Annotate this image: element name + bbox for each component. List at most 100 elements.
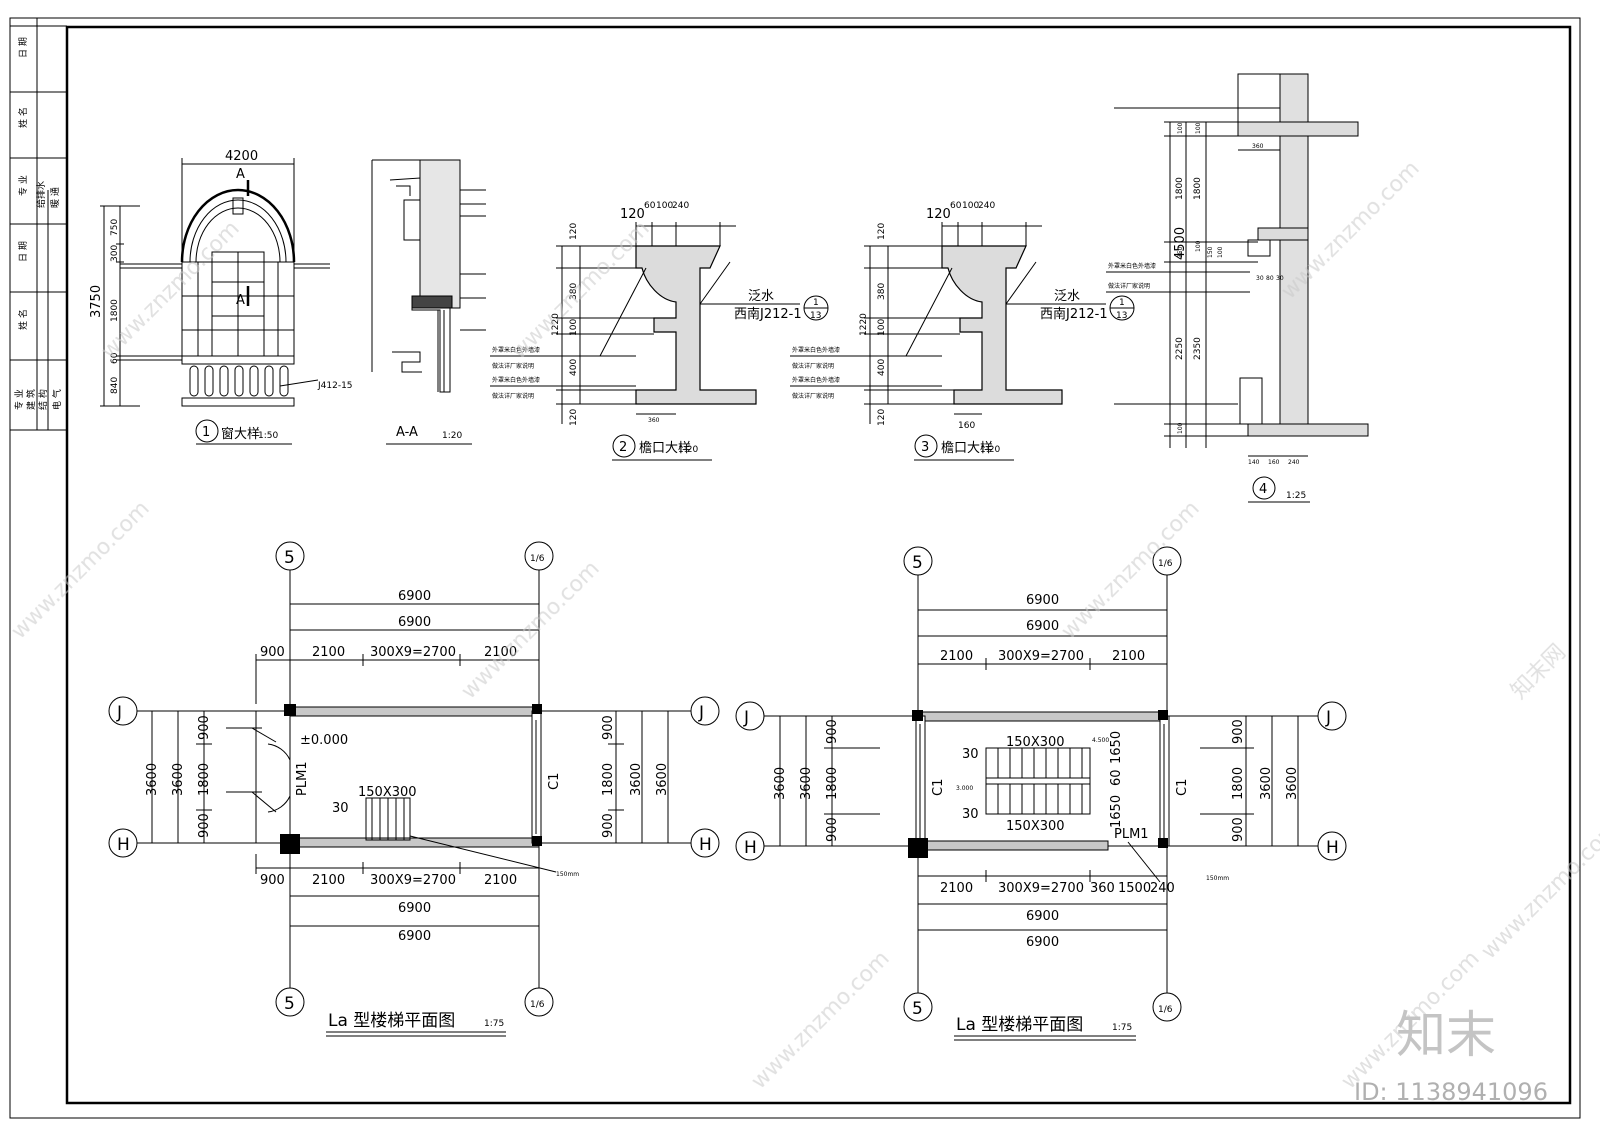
plan-right-left-total: 3600	[773, 767, 788, 800]
axis-bubble-j: J	[1325, 708, 1331, 728]
dim-detail4-top: 360	[1252, 143, 1264, 150]
detail-ref-circle	[195, 419, 219, 443]
eave-detail-3: 120 60 100 240 120 380 100 400 120 1220 …	[790, 201, 1135, 461]
eave2-ref-note: 泛水	[748, 289, 774, 304]
plan-right-step: 150X300	[1006, 735, 1065, 750]
dim-eave2-left: 380	[569, 283, 579, 300]
plan-left-title: La 型楼梯平面图	[328, 1011, 455, 1031]
section-aa: A-A 1:20	[371, 159, 486, 445]
dim-eave3-top: 60	[950, 201, 962, 211]
plan-right-right-dim: 900	[1231, 817, 1246, 842]
dim-window-h2: 300	[110, 245, 120, 262]
plan-right-right-total: 3600	[1259, 767, 1274, 800]
dim-eave2-total: 1220	[551, 313, 561, 336]
title-block-label: 建 筑	[25, 389, 37, 410]
eave3-ref-sheet: 13	[1116, 311, 1127, 321]
plan-right-dim-total: 6900	[1026, 593, 1059, 608]
plan-left-right-dim: 900	[601, 813, 616, 838]
dim-detail4: 100	[1177, 422, 1184, 434]
dim-detail4-inner: 100	[1217, 246, 1224, 258]
axis-bubble-h: H	[1326, 838, 1339, 858]
title-block-label: 姓 名	[17, 107, 29, 128]
eave2-ref-sheet: 13	[810, 311, 821, 321]
axis-bubble-1-6: 1/6	[1158, 559, 1173, 569]
plan-right-right-dim: 900	[1231, 719, 1246, 744]
plan-right-landing: 60	[1109, 769, 1124, 786]
dim-detail4-inner: 100	[1195, 240, 1202, 252]
title-block-label: 给排水	[35, 181, 47, 208]
plan-left-scale: 1:75	[484, 1019, 504, 1029]
plan-right-step-count: 30	[962, 747, 979, 762]
plan-left-rail: 150mm	[556, 871, 579, 878]
stair-plan-right: 5 1/6 5 1/6 J H J H C1 C1	[735, 546, 1347, 1041]
eave-detail-2: 120 60 100 240 120 380 100 400 120 1220 …	[490, 201, 829, 461]
plan-left-right-total: 3600	[655, 763, 670, 796]
plan-right-top-dim: 300X9=2700	[998, 649, 1084, 664]
detail-ref-number: 1	[202, 425, 210, 440]
dim-window-h1: 750	[110, 219, 120, 236]
plan-left-door: PLM1	[295, 761, 310, 796]
detail-title: 檐口大样	[639, 441, 691, 456]
plan-left-dim-total: 6900	[398, 615, 431, 630]
axis-bubble-5: 5	[284, 994, 295, 1014]
eave3-ref-code: 西南J212-1	[1040, 306, 1108, 322]
detail-title: 檐口大样	[941, 441, 993, 456]
dim-detail4-small: 80	[1266, 275, 1274, 282]
title-block-label: 日 期	[18, 37, 29, 58]
detail-title: 窗大样	[221, 426, 260, 442]
plan-right-right-dim: 1800	[1231, 767, 1246, 800]
plan-right-dim-total: 6900	[1026, 619, 1059, 634]
plan-left-left-total: 3600	[171, 763, 186, 796]
plan-right-step: 150X300	[1006, 819, 1065, 834]
plan-right-bottom-dim: 1500	[1118, 881, 1151, 896]
stair-flights	[985, 747, 1091, 815]
window-detail: J412-15 A A 4200 3750 750 300 1800 60 84…	[89, 149, 353, 445]
detail4-note: 外罩米白色外墙漆	[1108, 262, 1156, 270]
plan-right-window: C1	[1175, 779, 1190, 796]
watermark-text: www.znzmo.com	[507, 216, 655, 364]
plan-left-right-dim: 900	[601, 715, 616, 740]
eave3-note: 外罩米白色外墙漆	[792, 346, 840, 354]
axis-bubble-1-6: 1/6	[530, 554, 545, 564]
plan-right-scale: 1:75	[1112, 1023, 1132, 1033]
eave3-note: 做法详厂家说明	[792, 392, 834, 400]
plan-left-top-dim: 300X9=2700	[370, 645, 456, 660]
dim-detail4-bottom: 160	[1268, 459, 1280, 466]
plan-left-top-dim: 900	[260, 645, 285, 660]
axis-bubble-5: 5	[912, 999, 923, 1019]
title-block-label: 姓 名	[17, 309, 29, 330]
dim-detail4-small: 30	[1276, 275, 1284, 282]
eave3-ref-num: 1	[1119, 298, 1125, 308]
plan-right-top-dim: 2100	[1112, 649, 1145, 664]
eave3-note: 做法详厂家说明	[792, 362, 834, 370]
title-block-label: 日 期	[18, 241, 29, 262]
plan-left-right-dim: 1800	[601, 763, 616, 796]
detail-ref-number: 3	[921, 440, 929, 455]
plan-right-elev-mid: 3.000	[956, 785, 973, 792]
plan-left-window: C1	[547, 773, 562, 790]
dim-detail4: 1800	[1175, 177, 1185, 200]
watermark-logo-text: 知末	[1396, 1006, 1496, 1064]
plan-left-step-count: 30	[332, 801, 349, 816]
dim-window-h3: 1800	[110, 299, 120, 322]
balusters	[189, 365, 289, 397]
axis-bubble-5: 5	[284, 548, 295, 568]
dim-window-h5: 840	[110, 377, 120, 394]
plan-left-top-dim: 2100	[312, 645, 345, 660]
dim-eave3-left: 400	[877, 359, 887, 376]
plan-right-left-dim: 900	[825, 719, 840, 744]
plan-left-left-total: 3600	[145, 763, 160, 796]
dim-eave2-left: 120	[569, 223, 579, 240]
plan-right-dim-total: 6900	[1026, 909, 1059, 924]
plan-right-bottom-dim: 240	[1150, 881, 1175, 896]
plan-right-elev-top: 4.500	[1092, 737, 1109, 744]
dim-eave3-left: 100	[877, 319, 887, 336]
plan-left-bottom-dim: 2100	[312, 873, 345, 888]
plan-left-left-dim: 1800	[197, 763, 212, 796]
plan-left-left-dim: 900	[197, 715, 212, 740]
plan-left-dim-total: 6900	[398, 589, 431, 604]
axis-bubble-h: H	[117, 835, 130, 855]
stair-plan-left: 5 1/6 5 1/6 J H J H	[108, 541, 720, 1037]
dim-detail4: 350	[1177, 246, 1184, 258]
